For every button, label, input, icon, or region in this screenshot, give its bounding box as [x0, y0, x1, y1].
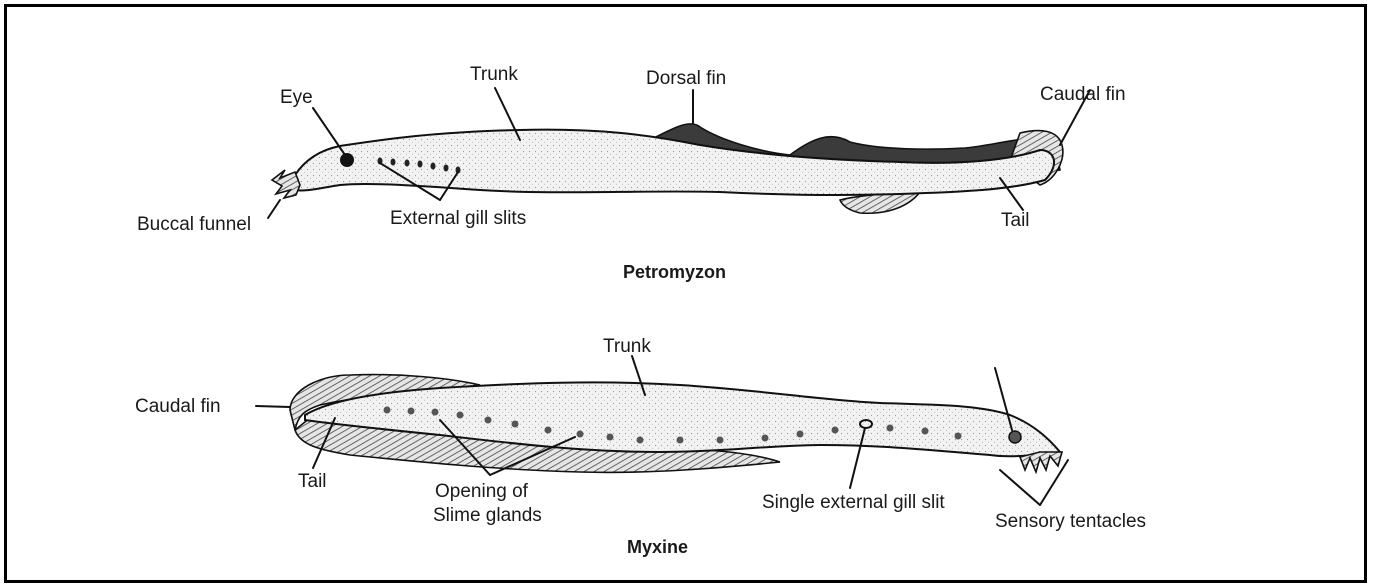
myxine-tentacles [1020, 452, 1062, 472]
lead-tentacle-1 [1000, 470, 1040, 505]
label-tail-petromyzon: Tail [1001, 210, 1030, 231]
label-eye: Eye [280, 87, 313, 108]
myxine-eye [1009, 431, 1021, 443]
petromyzon-figure [268, 88, 1090, 218]
petromyzon-buccal-funnel [272, 170, 300, 198]
label-trunk-myxine: Trunk [603, 336, 651, 357]
title-myxine: Myxine [627, 537, 688, 557]
label-caudal-fin-myxine: Caudal fin [135, 396, 221, 417]
myxine-figure [256, 356, 1068, 505]
label-dorsal-fin: Dorsal fin [646, 68, 726, 89]
label-external-gill-slits: External gill slits [390, 208, 526, 229]
title-petromyzon: Petromyzon [623, 262, 726, 282]
label-opening-line1: Opening of [435, 481, 529, 502]
lead-caudal-m [256, 406, 290, 407]
lead-buccal [268, 200, 280, 218]
label-sensory-tentacles: Sensory tentacles [995, 511, 1146, 532]
label-caudal-fin-petromyzon: Caudal fin [1040, 84, 1126, 105]
label-opening-line2: Slime glands [433, 505, 542, 526]
label-tail-myxine: Tail [298, 471, 327, 492]
label-single-gill-slit: Single external gill slit [762, 492, 945, 513]
label-buccal-funnel: Buccal funnel [137, 214, 251, 235]
label-trunk-petromyzon: Trunk [470, 64, 518, 85]
petromyzon-eye [340, 153, 354, 167]
